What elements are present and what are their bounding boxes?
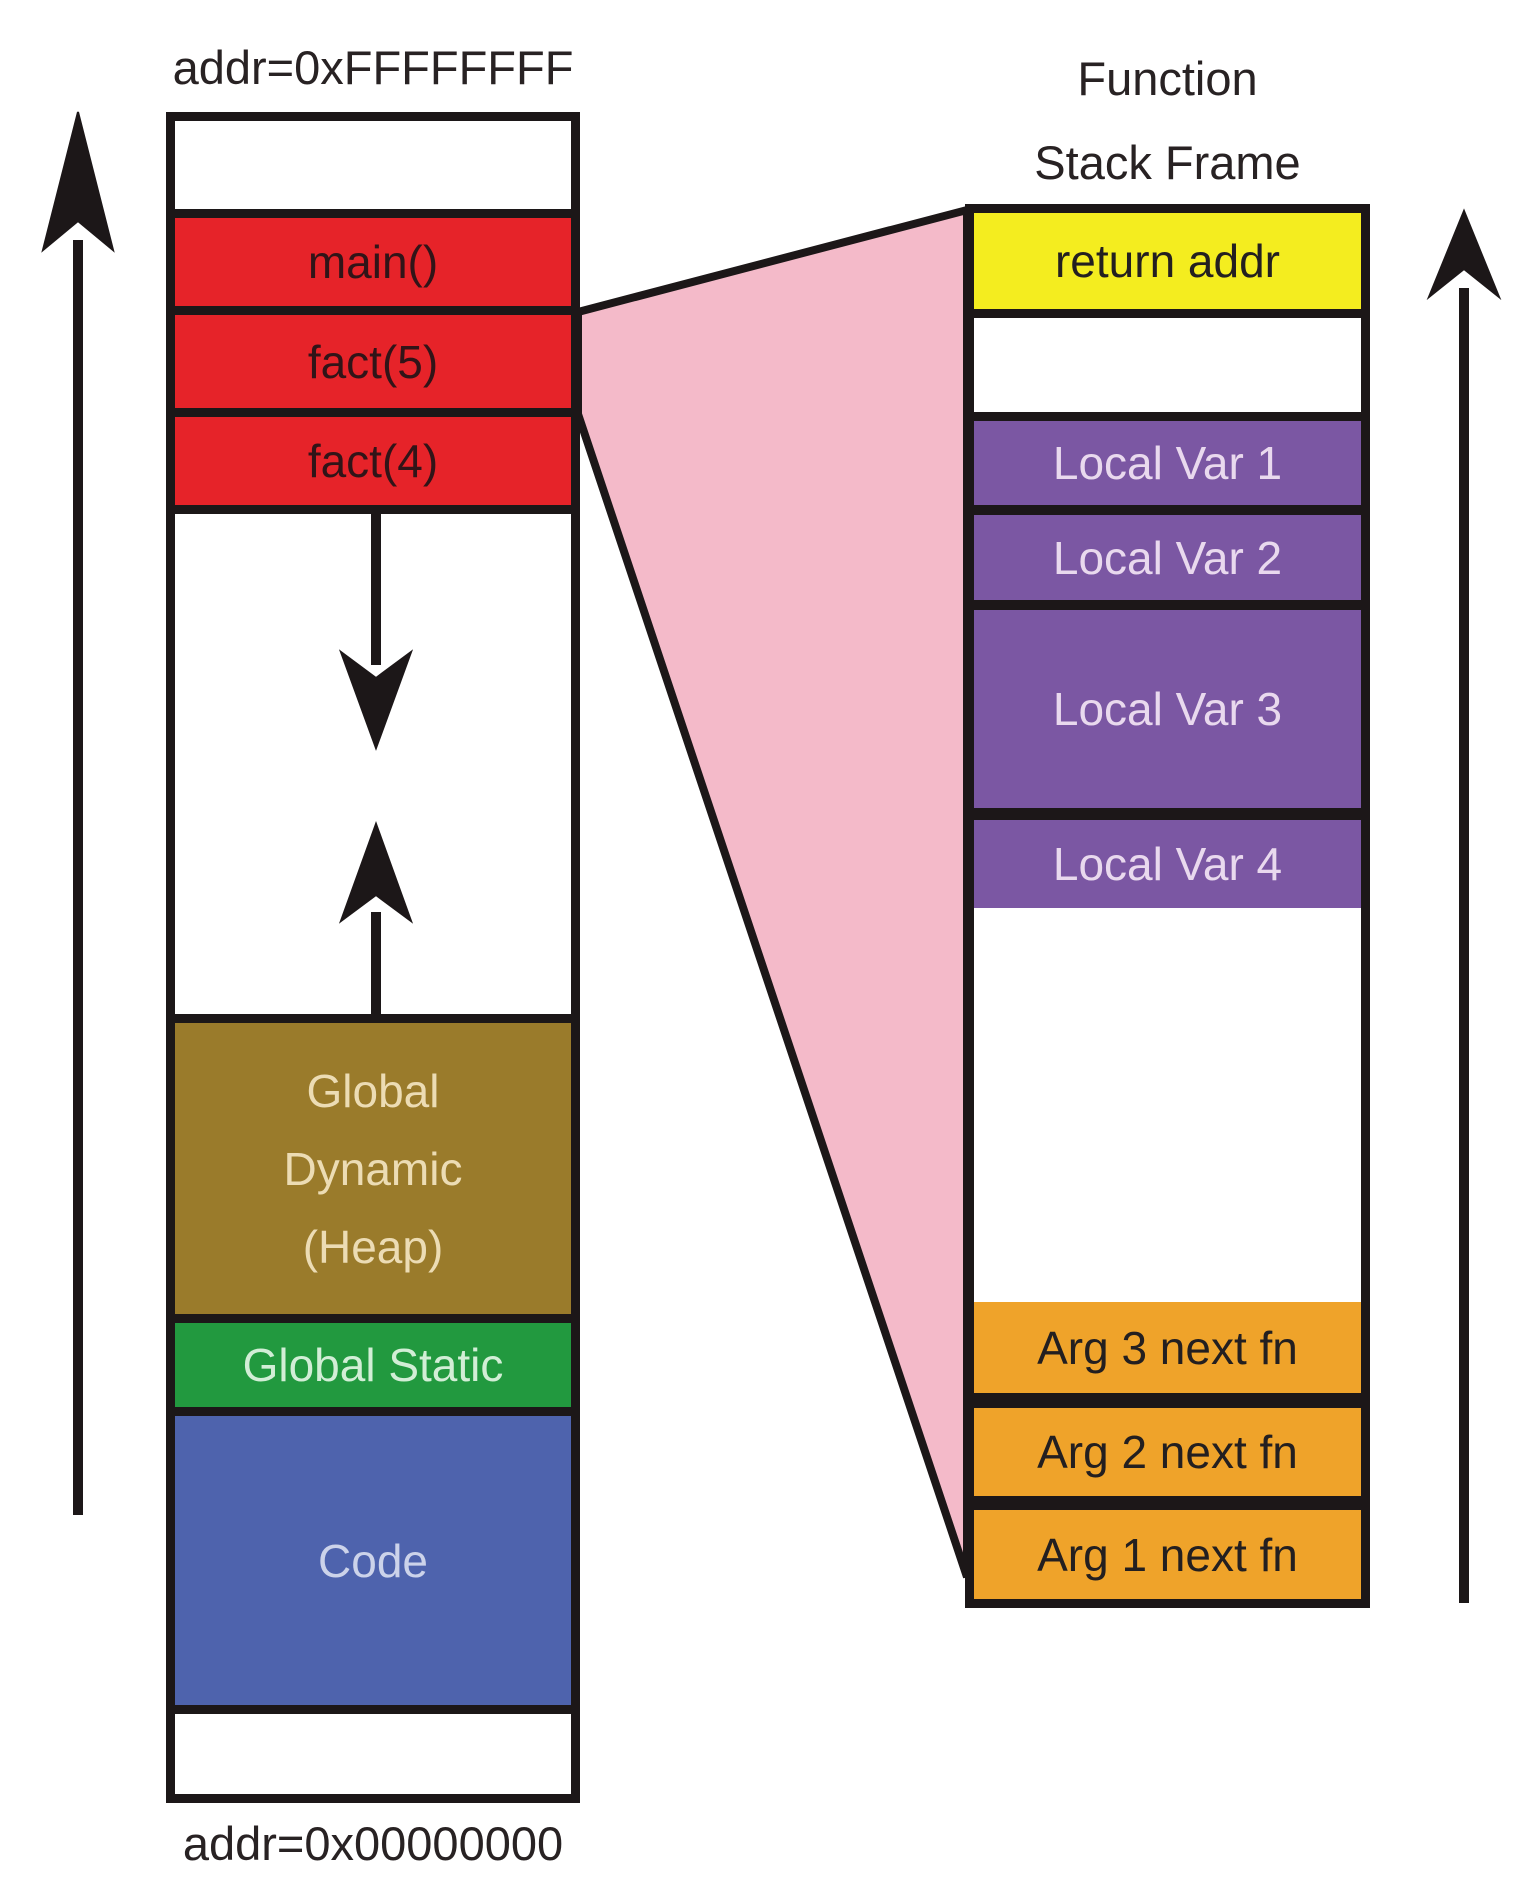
heap-label-line2: Dynamic bbox=[283, 1142, 463, 1195]
local-var-3-row: Local Var 3 bbox=[974, 610, 1361, 808]
local-var-1-row: Local Var 1 bbox=[974, 421, 1361, 505]
local-var-2-row: Local Var 2 bbox=[974, 515, 1361, 600]
frame-free-top-row bbox=[974, 318, 1361, 412]
zoom-wedge-shape bbox=[574, 204, 971, 1579]
stack-row-fact5-label: fact(5) bbox=[307, 335, 439, 388]
free-memory-middle-row bbox=[175, 514, 571, 1014]
frame-free-middle-row bbox=[974, 908, 1361, 1302]
return-addr-row: return addr bbox=[974, 213, 1361, 309]
addr-bottom-label: addr=0x00000000 bbox=[182, 1817, 564, 1870]
stack-frame-title-line1: Function bbox=[1077, 52, 1258, 105]
stack-frame-column: return addr Local Var 1 Local Var 2 Loca… bbox=[965, 204, 1370, 1608]
free-memory-top-row bbox=[175, 121, 571, 209]
memory-column: main() fact(5) fact(4) Global Dynamic (H… bbox=[166, 112, 580, 1803]
global-static-row: Global Static bbox=[175, 1323, 571, 1407]
stack-row-main-label: main() bbox=[307, 236, 439, 288]
heap-row: Global Dynamic (Heap) bbox=[175, 1023, 571, 1314]
arg-3-row: Arg 3 next fn bbox=[974, 1302, 1361, 1393]
heap-row-label: Global Dynamic (Heap) bbox=[284, 1052, 463, 1286]
stack-row-main: main() bbox=[175, 218, 571, 306]
local-var-2-row-label: Local Var 2 bbox=[1052, 531, 1283, 584]
local-var-4-row: Local Var 4 bbox=[974, 820, 1361, 908]
stack-frame-title-line2: Stack Frame bbox=[1034, 136, 1301, 189]
local-var-1-row-label: Local Var 1 bbox=[1052, 437, 1283, 489]
stack-row-fact4-label: fact(4) bbox=[307, 435, 439, 487]
code-row: Code bbox=[175, 1416, 571, 1705]
right-up-arrow-icon bbox=[1426, 208, 1502, 1603]
stack-row-fact4: fact(4) bbox=[175, 417, 571, 505]
heap-label-line1: Global bbox=[306, 1064, 440, 1117]
addr-top-label: addr=0xFFFFFFFF bbox=[172, 41, 574, 94]
left-up-arrow-icon bbox=[41, 111, 115, 1515]
local-var-4-row-label: Local Var 4 bbox=[1052, 838, 1283, 890]
heap-label-line3: (Heap) bbox=[302, 1220, 444, 1273]
code-row-label: Code bbox=[318, 1534, 428, 1587]
arg-2-row-label: Arg 2 next fn bbox=[1037, 1426, 1298, 1478]
arg-3-row-label: Arg 3 next fn bbox=[1037, 1321, 1298, 1374]
arg-2-row: Arg 2 next fn bbox=[974, 1408, 1361, 1496]
local-var-3-row-label: Local Var 3 bbox=[1052, 683, 1283, 735]
stack-frame-title: Function Stack Frame bbox=[965, 37, 1370, 205]
global-static-row-label: Global Static bbox=[242, 1339, 504, 1391]
free-memory-bottom-row bbox=[175, 1714, 571, 1794]
return-addr-row-label: return addr bbox=[1054, 235, 1280, 287]
stack-row-fact5: fact(5) bbox=[175, 315, 571, 408]
arg-1-row: Arg 1 next fn bbox=[974, 1510, 1361, 1599]
arg-1-row-label: Arg 1 next fn bbox=[1037, 1528, 1298, 1581]
